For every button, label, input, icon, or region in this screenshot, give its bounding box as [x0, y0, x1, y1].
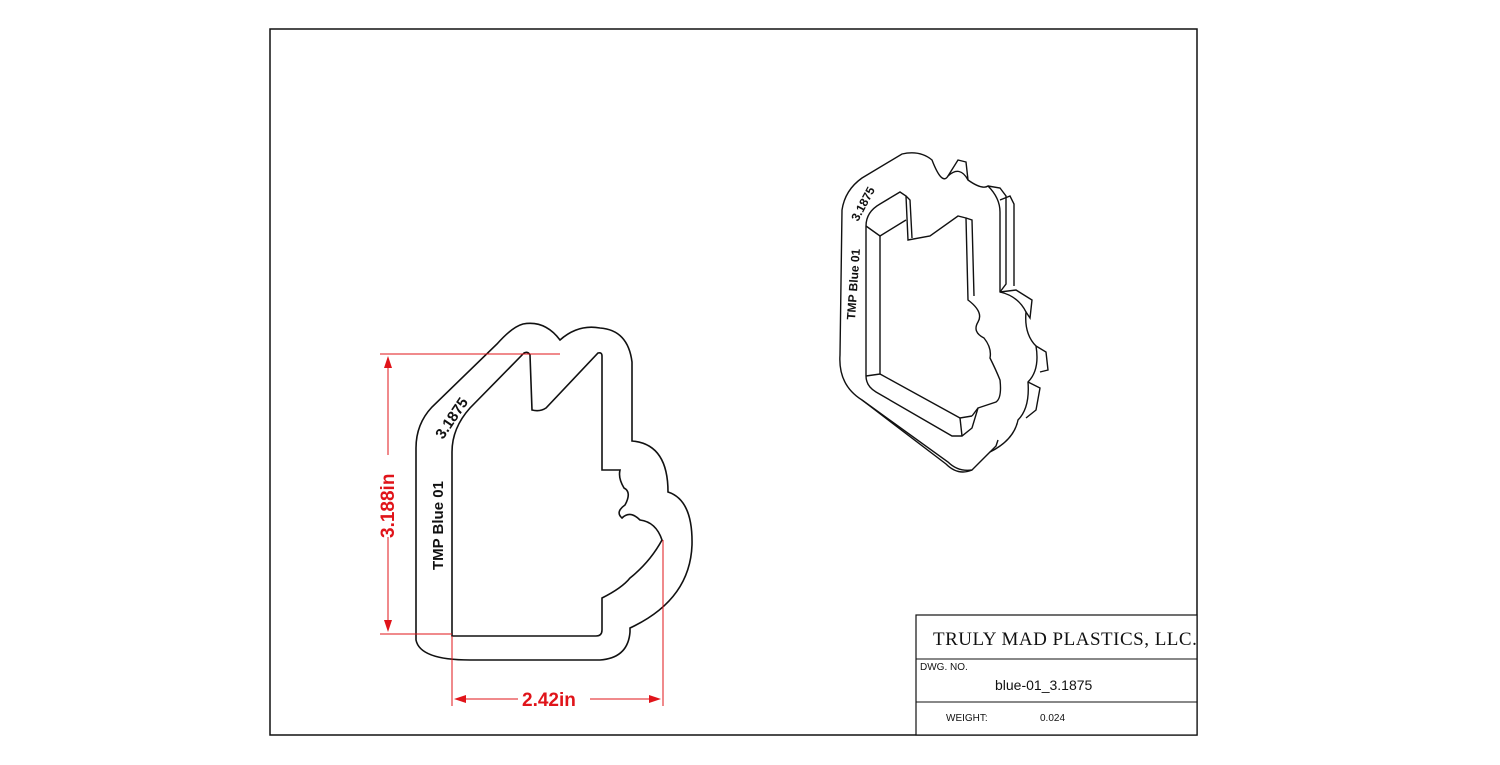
- iso-label-name: TMP Blue 01: [844, 248, 863, 320]
- weight-label: WEIGHT:: [946, 713, 988, 724]
- height-dimension: 3.188in: [378, 353, 560, 635]
- isometric-view: [839, 152, 1049, 473]
- width-dimension: 2.42in: [451, 540, 664, 711]
- dimension-height-label: 3.188in: [378, 474, 399, 538]
- front-view: TMP Blue 01 3.1875: [415, 322, 693, 661]
- title-block: TRULY MAD PLASTICS, LLC. DWG. NO. blue-0…: [915, 614, 1198, 736]
- dwg-no-value: blue-01_3.1875: [995, 677, 1093, 693]
- cutter-inner-outline: [451, 351, 663, 637]
- cutter-label-name: TMP Blue 01: [430, 481, 447, 570]
- cutter-outer-outline: [415, 322, 693, 661]
- dimension-width-label: 2.42in: [522, 690, 576, 711]
- dwg-no-label: DWG. NO.: [920, 662, 968, 673]
- weight-value: 0.024: [1040, 713, 1065, 724]
- iso-label-size: 3.1875: [848, 184, 878, 223]
- iso-engraving: TMP Blue 01 3.1875: [844, 184, 878, 320]
- company-name: TRULY MAD PLASTICS, LLC.: [933, 629, 1197, 650]
- drawing-border: [269, 28, 1198, 736]
